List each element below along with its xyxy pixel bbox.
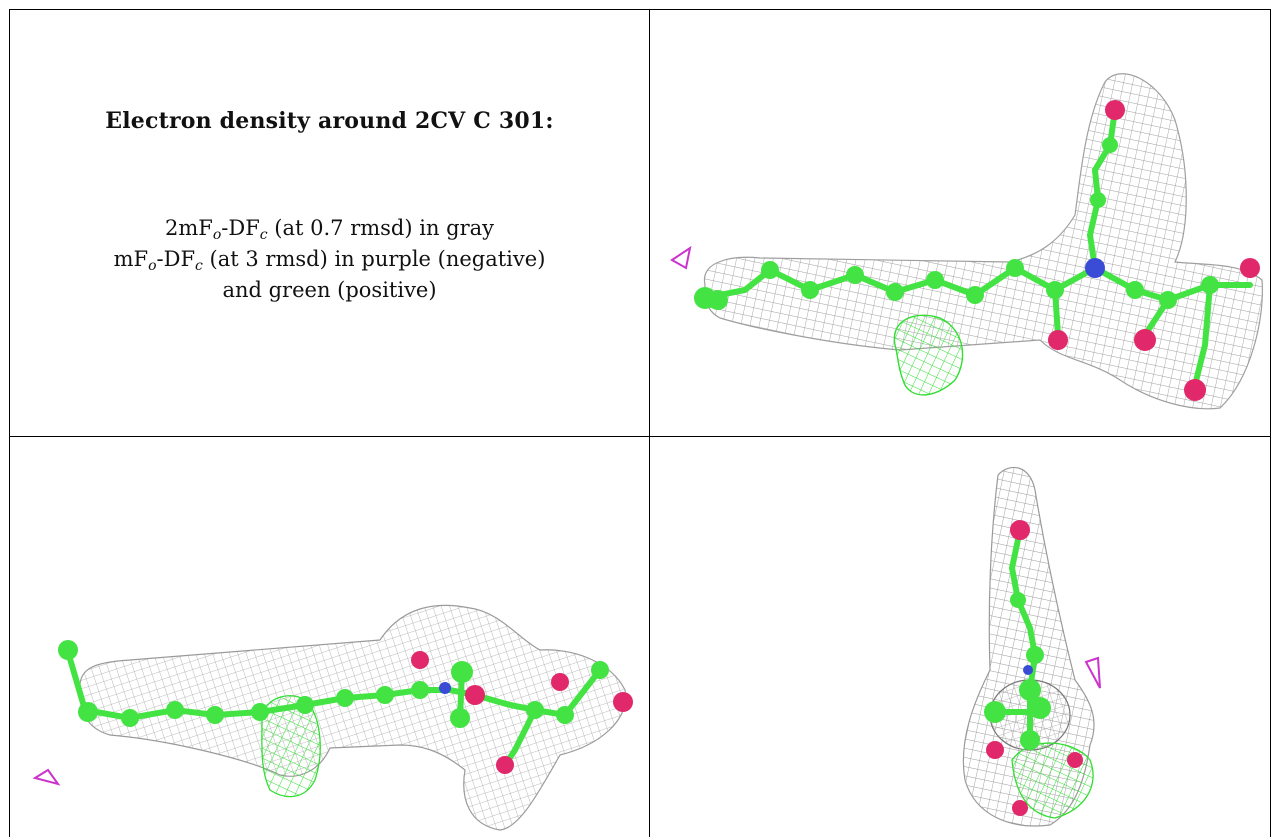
caption-cell: Electron density around 2CV C 301: 2mFo-… <box>9 9 650 436</box>
molecule-view-3 <box>962 466 1101 827</box>
legend-line-fofc: mFo-DFc (at 3 rmsd) in purple (negative) <box>113 247 546 274</box>
density-mesh-2fofc <box>703 73 1263 410</box>
legend-line-positive: and green (positive) <box>222 278 437 302</box>
negative-density-blob <box>670 245 692 270</box>
density-view-bottom-left <box>9 436 650 837</box>
legend-line-2fofc: 2mFo-DFc (at 0.7 rmsd) in gray <box>164 216 495 243</box>
density-view-bottom-right <box>650 436 1271 837</box>
negative-density-blob <box>32 768 61 786</box>
positive-density-blob <box>893 314 964 396</box>
density-view-top-right <box>650 9 1271 436</box>
molecule-view-2 <box>32 604 633 831</box>
positive-density-blob <box>261 695 321 798</box>
density-mesh-2fofc <box>79 604 627 831</box>
figure-legend: 2mFo-DFc (at 0.7 rmsd) in gray mFo-DFc (… <box>10 213 649 306</box>
molecule-view-1 <box>670 73 1263 410</box>
figure-title: Electron density around 2CV C 301: <box>105 108 554 134</box>
negative-density-blob <box>1084 656 1101 689</box>
